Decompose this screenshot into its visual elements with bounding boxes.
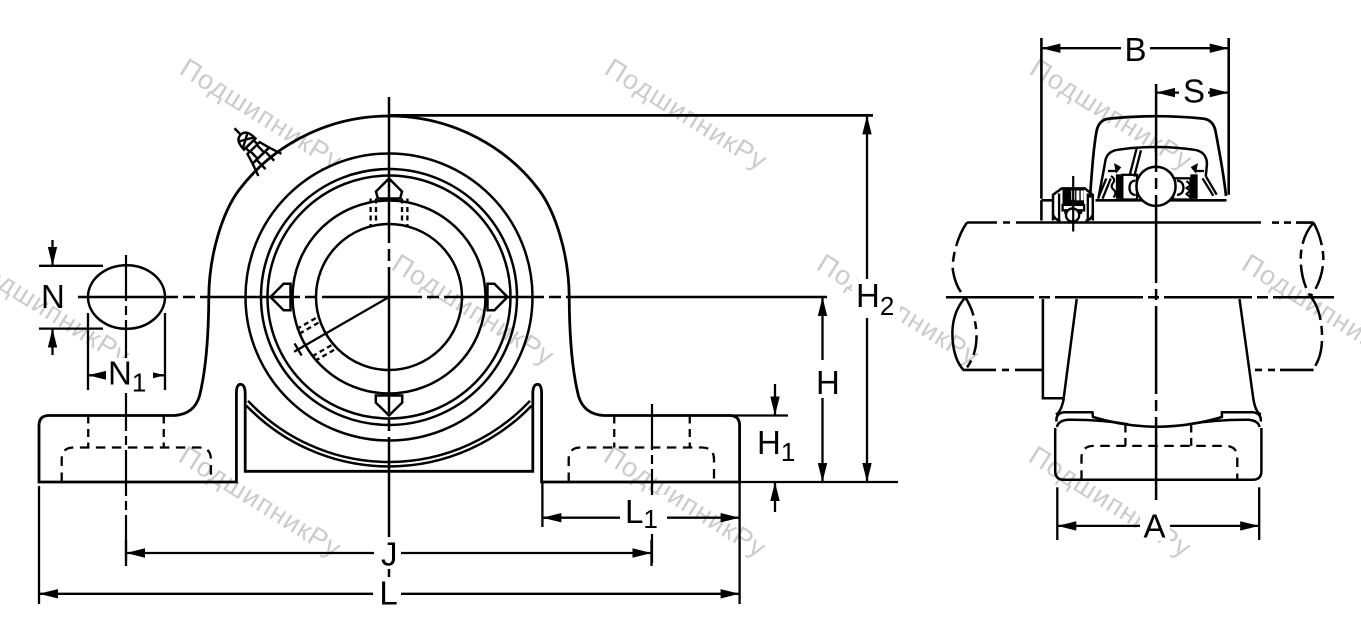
svg-text:J: J (381, 536, 398, 573)
svg-text:S: S (1183, 73, 1205, 110)
svg-text:ПодшипникРу: ПодшипникРу (1024, 440, 1197, 564)
svg-text:ПодшипникРу: ПодшипникРу (1237, 248, 1361, 372)
svg-text:L1: L1 (625, 493, 658, 534)
svg-text:ПодшипникРу: ПодшипникРу (387, 248, 560, 372)
svg-text:ПодшипникРу: ПодшипникРу (175, 53, 348, 177)
svg-text:H: H (816, 364, 840, 401)
svg-text:ПодшипникРу: ПодшипникРу (1025, 53, 1198, 177)
svg-text:A: A (1144, 508, 1166, 545)
svg-text:ПодшипникРу: ПодшипникРу (174, 440, 347, 564)
svg-text:N: N (41, 278, 65, 315)
svg-text:L: L (379, 575, 397, 612)
svg-text:B: B (1125, 31, 1147, 68)
